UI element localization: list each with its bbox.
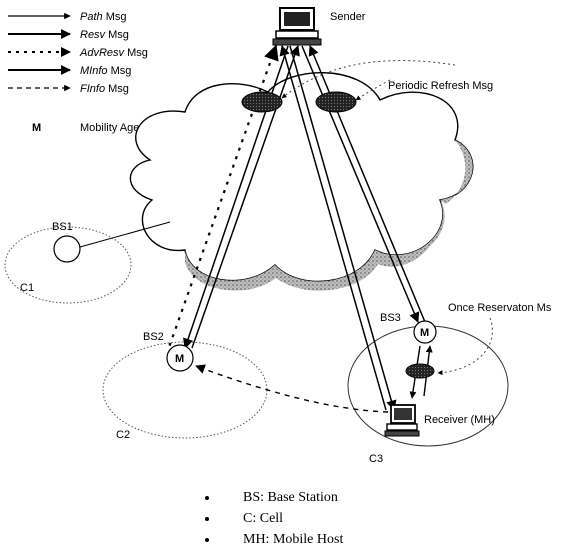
bs3-agent-symbol: M xyxy=(420,327,429,339)
note-bs: BS: Base Station xyxy=(243,487,338,508)
once-reservation-pointer xyxy=(438,318,492,373)
note-c: C: Cell xyxy=(243,508,283,529)
bs2-agent-symbol: M xyxy=(175,353,184,365)
note-item: BS: Base Station xyxy=(205,487,343,508)
receiver-label: Receiver (MH) xyxy=(424,414,495,426)
c3-label: C3 xyxy=(369,453,383,465)
bs1-node xyxy=(54,236,80,262)
bs1-label: BS1 xyxy=(52,221,73,233)
legend-advresv-label: AdvResv Msg xyxy=(79,47,148,59)
receiver-computer-icon xyxy=(385,405,419,436)
refresh-marker-right xyxy=(316,92,356,112)
refresh-marker-left xyxy=(242,92,282,112)
legend-path-label: Path Msg xyxy=(80,11,126,23)
legend-finfo-label: FInfo Msg xyxy=(80,83,129,95)
bs2-label: BS2 xyxy=(143,331,164,343)
bullet-dot-icon xyxy=(205,496,209,500)
notes-list: BS: Base Station C: Cell MH: Mobile Host xyxy=(205,487,343,550)
legend-minfo-label: MInfo Msg xyxy=(80,65,131,77)
bullet-dot-icon xyxy=(205,517,209,521)
c2-label: C2 xyxy=(116,429,130,441)
note-mh: MH: Mobile Host xyxy=(243,529,343,550)
c1-label: C1 xyxy=(20,282,34,294)
note-item: MH: Mobile Host xyxy=(205,529,343,550)
bullet-dot-icon xyxy=(205,538,209,542)
sender-label: Sender xyxy=(330,11,366,23)
once-reservation-marker xyxy=(406,364,434,378)
network-cloud xyxy=(130,73,472,291)
sender-computer-icon xyxy=(273,8,321,45)
legend-agent-symbol: M xyxy=(32,122,41,134)
once-reservation-label: Once Reservaton Ms xyxy=(448,302,552,314)
legend-resv-label: Resv Msg xyxy=(80,29,129,41)
periodic-refresh-label: Periodic Refresh Msg xyxy=(388,80,493,92)
cell-c3-ellipse xyxy=(348,326,508,446)
bs3-label: BS3 xyxy=(380,312,401,324)
note-item: C: Cell xyxy=(205,508,343,529)
finfo-msg-receiver-to-bs2 xyxy=(196,366,388,412)
legend: Path Msg Resv Msg AdvResv Msg MInfo Msg … xyxy=(8,11,148,134)
